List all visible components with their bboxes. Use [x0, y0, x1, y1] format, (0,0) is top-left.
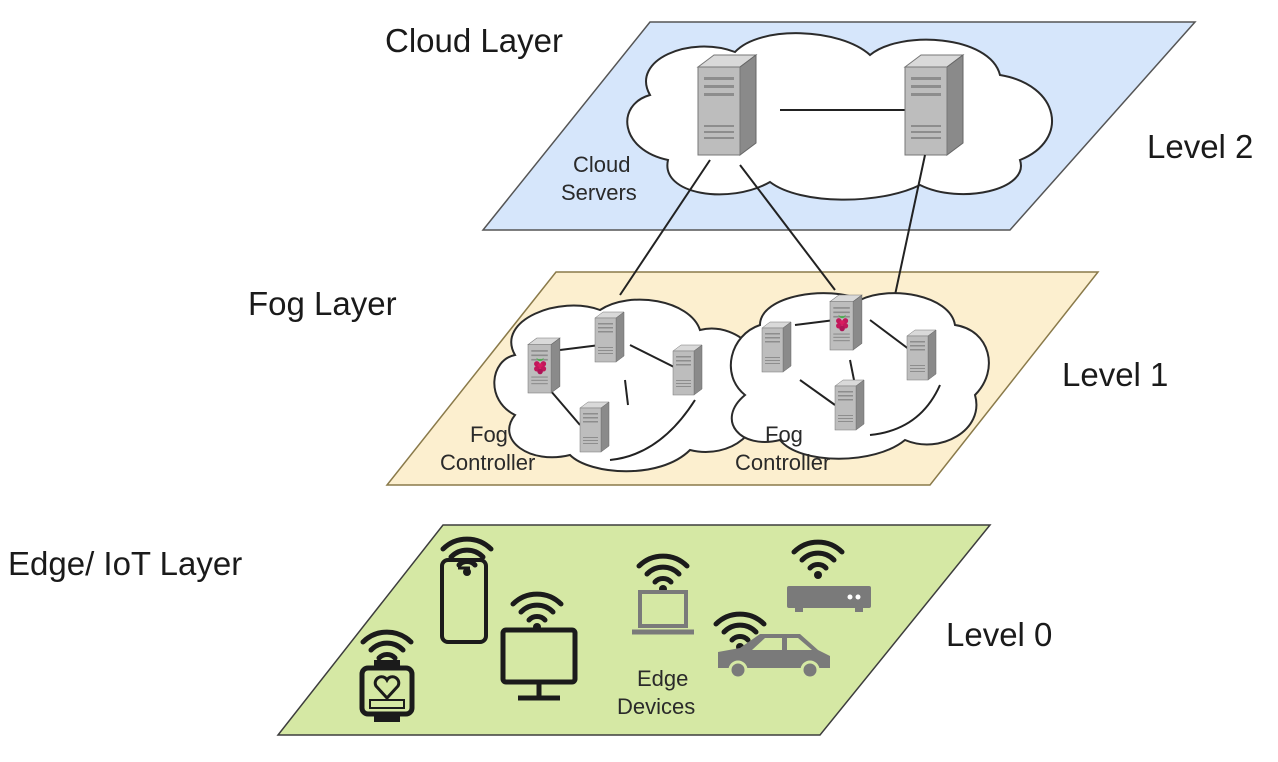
monitor-device — [500, 594, 578, 701]
smartphone-device — [440, 539, 491, 644]
cloud-servers-caption-line2: Servers — [561, 180, 637, 205]
server-icon — [904, 54, 964, 156]
raspberry-pi-controller — [829, 294, 863, 351]
edge-layer: Edge/ IoT Layer Level 0 Edge Devices — [8, 524, 1052, 736]
fog-controller-2-line1: Fog — [765, 422, 803, 447]
smartphone-icon — [440, 558, 488, 644]
fog-controller-1-line1: Fog — [470, 422, 508, 447]
fog-link — [609, 399, 696, 461]
server-icon — [672, 344, 703, 396]
fog-link — [559, 344, 601, 351]
smartwatch-icon — [359, 660, 415, 722]
edge-devices-caption-line2: Devices — [617, 694, 695, 719]
fog-link — [794, 319, 836, 326]
fog-link — [799, 379, 836, 406]
cloud-to-fog-link — [619, 159, 711, 296]
server-icon — [594, 311, 625, 363]
cloud-shape — [626, 32, 1054, 201]
level-1-label: Level 1 — [1062, 356, 1168, 393]
edge-devices-caption-line1: Edge — [637, 666, 688, 691]
level-2-label: Level 2 — [1147, 128, 1253, 165]
server-icon — [697, 54, 757, 156]
router-icon — [787, 586, 871, 612]
cloud-servers-caption-line1: Cloud — [573, 152, 630, 177]
fog-layer: Fog Layer Level 1 Fog Controller Fog Con… — [248, 154, 1168, 486]
car-device — [716, 614, 830, 680]
raspberry-pi-controller — [527, 337, 561, 394]
edge-layer-title: Edge/ IoT Layer — [8, 545, 242, 582]
fog-controller-2-line2: Controller — [735, 450, 830, 475]
server-icon — [761, 321, 792, 373]
fog-link — [869, 319, 911, 351]
laptop-icon — [632, 590, 694, 635]
cloud-to-fog-link — [894, 154, 926, 296]
cloud-to-fog-link — [739, 164, 836, 291]
fog-link — [629, 344, 681, 371]
fog-layer-title: Fog Layer — [248, 285, 397, 322]
fog-controller-1-line2: Controller — [440, 450, 535, 475]
server-icon — [906, 329, 937, 381]
server-icon — [834, 379, 865, 431]
cloud-layer-title: Cloud Layer — [385, 22, 563, 59]
router-device — [787, 542, 871, 612]
car-icon — [718, 634, 830, 680]
server-icon — [579, 401, 610, 453]
fog-link — [869, 384, 941, 436]
smartwatch-device — [359, 632, 415, 722]
fog-link — [549, 389, 581, 426]
laptop-device — [632, 556, 694, 635]
level-0-label: Level 0 — [946, 616, 1052, 653]
fog-link — [624, 379, 629, 406]
cloud-layer: Cloud Layer Level 2 Cloud Servers — [385, 21, 1253, 231]
